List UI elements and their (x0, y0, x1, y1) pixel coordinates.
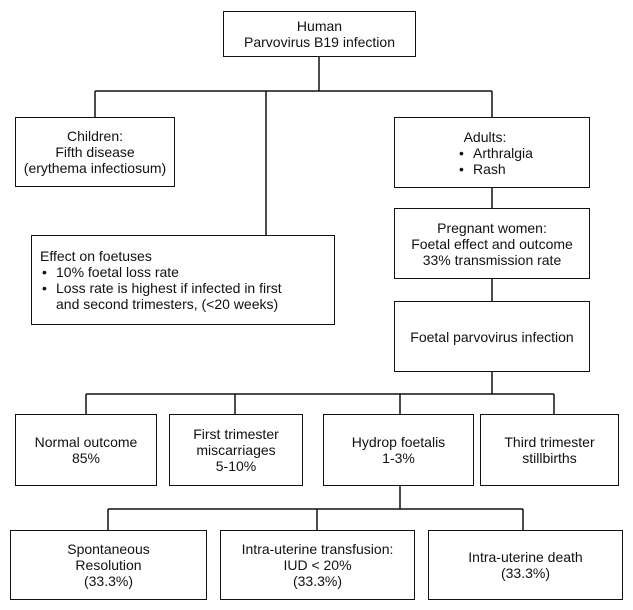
spontaneous-line-2: Resolution (75, 557, 142, 573)
hydrops-line-2: 1-3% (382, 450, 415, 466)
spontaneous-resolution-box: Spontaneous Resolution (33.3%) (10, 530, 207, 600)
spontaneous-line-1: Spontaneous (67, 541, 150, 557)
first-trimester-line-1: First trimester (193, 426, 279, 442)
adults-symptom-list: Arthralgia Rash (457, 145, 533, 177)
third-trimester-box: Third trimester stillbirths (480, 414, 619, 486)
root-box: Human Parvovirus B19 infection (223, 11, 416, 57)
normal-outcome-box: Normal outcome 85% (15, 414, 157, 486)
hydrops-box: Hydrop foetalis 1-3% (323, 414, 474, 486)
root-line-2: Parvovirus B19 infection (244, 34, 395, 50)
loss-rate-highest-line-1: Loss rate is highest if infected in firs… (56, 280, 282, 296)
adults-symptom-rash: Rash (457, 161, 533, 177)
root-line-1: Human (296, 18, 343, 34)
loss-rate-highest-line-2: and second trimesters, (<20 weeks) (56, 296, 279, 312)
foetal-infection-box: Foetal parvovirus infection (394, 301, 590, 372)
effect-on-foetuses-list: 10% foetal loss rate Loss rate is highes… (40, 264, 282, 312)
iu-death-line-1: Intra-uterine death (468, 549, 583, 565)
children-box: Children: Fifth disease (erythema infect… (15, 117, 175, 187)
first-trimester-line-3: 5-10% (215, 458, 257, 474)
iu-death-line-2: (33.3%) (500, 565, 551, 581)
transfusion-line-2: IUD < 20% (283, 557, 352, 573)
loss-rate-highest-item: Loss rate is highest if infected in firs… (40, 280, 282, 312)
pregnant-women-line-1: Pregnant women: (437, 219, 547, 236)
intra-uterine-death-box: Intra-uterine death (33.3%) (428, 530, 623, 600)
normal-outcome-line-2: 85% (71, 450, 101, 466)
pregnant-women-line-2: Foetal effect and outcome (411, 235, 573, 252)
first-trimester-line-2: miscarriages (196, 442, 276, 458)
transfusion-line-1: Intra-uterine transfusion: (241, 541, 394, 557)
pregnant-women-box: Pregnant women: Foetal effect and outcom… (394, 208, 590, 279)
effect-on-foetuses-box: Effect on foetuses 10% foetal loss rate … (31, 235, 335, 325)
foetal-infection-label: Foetal parvovirus infection (410, 328, 574, 345)
pregnant-women-line-3: 33% transmission rate (422, 251, 562, 268)
foetal-loss-rate-item: 10% foetal loss rate (40, 264, 282, 280)
spontaneous-line-3: (33.3%) (83, 573, 134, 589)
hydrops-line-1: Hydrop foetalis (351, 434, 446, 450)
children-line-1: Children: (66, 128, 124, 144)
adults-symptom-arthralgia: Arthralgia (457, 145, 533, 161)
normal-outcome-line-1: Normal outcome (34, 434, 138, 450)
third-trimester-line-1: Third trimester (504, 434, 595, 450)
first-trimester-box: First trimester miscarriages 5-10% (169, 414, 303, 486)
children-line-3: (erythema infectiosum) (23, 160, 167, 176)
adults-heading: Adults: (463, 128, 507, 145)
effect-on-foetuses-heading: Effect on foetuses (40, 248, 152, 264)
third-trimester-line-2: stillbirths (522, 450, 577, 466)
children-line-2: Fifth disease (55, 144, 135, 160)
intra-uterine-transfusion-box: Intra-uterine transfusion: IUD < 20% (33… (220, 530, 415, 600)
transfusion-line-3: (33.3%) (292, 573, 343, 589)
adults-box: Adults: Arthralgia Rash (394, 117, 590, 188)
